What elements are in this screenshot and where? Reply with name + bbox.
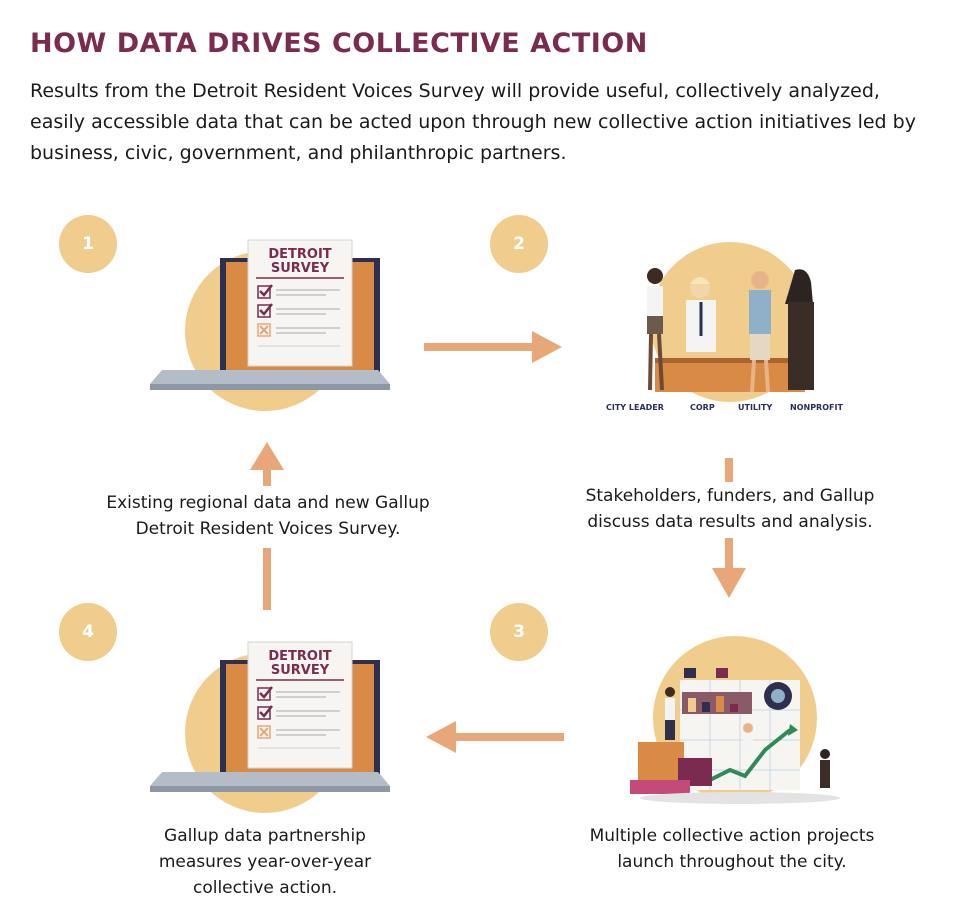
survey-title-line2: SURVEY	[271, 261, 330, 276]
arrow-step-4-to-1	[250, 442, 284, 610]
arrow-step-1-to-2	[424, 331, 562, 363]
step-3-caption: Multiple collective action projects laun…	[589, 826, 875, 872]
step-1-number: 1	[59, 215, 117, 273]
survey-title-line2: SURVEY	[271, 663, 330, 678]
survey-title-line1: DETROIT	[268, 649, 331, 664]
corp-figure	[686, 277, 716, 352]
step-1-caption: Existing regional data and new Gallup De…	[106, 493, 430, 539]
arrow-step-3-to-4	[426, 721, 564, 753]
city-leader-figure	[647, 268, 664, 391]
step-2-stakeholders-illustration: CITY LEADER CORP UTILITY NONPROFIT	[606, 242, 843, 412]
step-2-caption: Stakeholders, funders, and Gallup discus…	[585, 486, 875, 532]
utility-figure	[749, 271, 771, 393]
survey-document: DETROIT SURVEY	[247, 239, 353, 367]
step-3-projects-illustration	[630, 636, 840, 804]
stakeholder-label-utility: UTILITY	[738, 403, 772, 412]
step-3-number: 3	[490, 603, 548, 661]
stakeholder-label-corp: CORP	[690, 403, 715, 412]
survey-title-line1: DETROIT	[268, 247, 331, 262]
intro-paragraph: Results from the Detroit Resident Voices…	[30, 80, 916, 164]
step-1-laptop-survey-illustration: DETROIT SURVEY	[150, 239, 390, 411]
nonprofit-figure	[785, 269, 814, 390]
stakeholder-label-city-leader: CITY LEADER	[606, 403, 664, 412]
step-2-number: 2	[490, 215, 548, 273]
page-title: HOW DATA DRIVES COLLECTIVE ACTION	[30, 28, 648, 59]
stakeholder-label-nonprofit: NONPROFIT	[790, 403, 843, 412]
step-4-laptop-survey-illustration: DETROIT SURVEY	[150, 641, 390, 813]
survey-document: DETROIT SURVEY	[247, 641, 353, 769]
arrow-step-2-to-3	[712, 458, 746, 598]
step-4-number: 4	[59, 603, 117, 661]
step-4-caption: Gallup data partnership measures year-ov…	[158, 826, 372, 898]
